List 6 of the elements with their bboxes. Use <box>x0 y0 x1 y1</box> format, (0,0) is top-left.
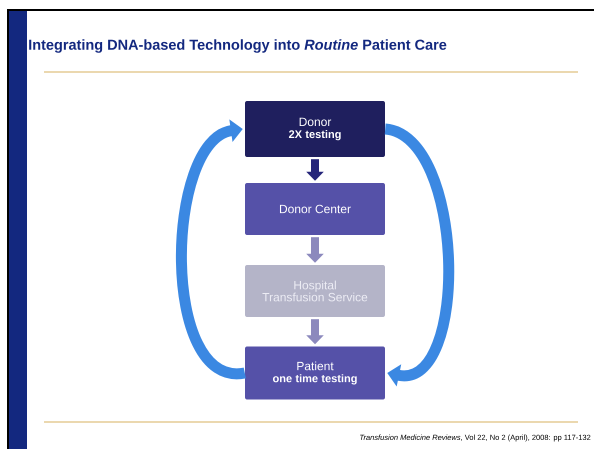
process-box: Patient one time testing <box>245 346 385 400</box>
process-box: Donor 2X testing <box>245 101 385 157</box>
process-box: Donor Center <box>245 183 385 235</box>
slide-title: Integrating DNA-based Technology into Routine Patient Care <box>29 39 446 53</box>
arrow <box>383 124 454 387</box>
process-box: Hospital Transfusion Service <box>245 265 385 317</box>
